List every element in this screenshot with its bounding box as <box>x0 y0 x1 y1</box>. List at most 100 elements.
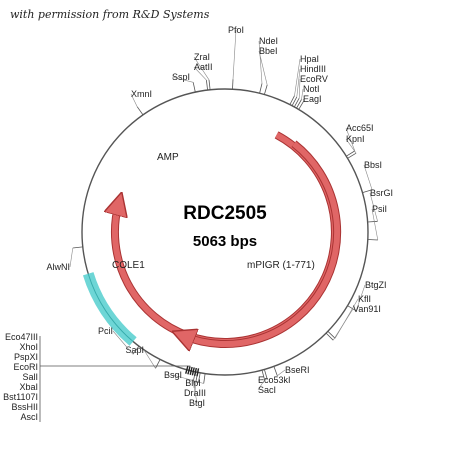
site-aatii-leader <box>193 66 207 81</box>
site-noti-label: NotI <box>303 84 320 94</box>
plasmid-backbone <box>81 88 369 376</box>
site-psii-label: PsiI <box>372 204 387 214</box>
site-btgzi-leader <box>355 284 366 311</box>
site-bseri-tick <box>273 366 278 376</box>
permission-note: with permission from R&D Systems <box>10 8 210 21</box>
site-bsrgi-tick <box>367 220 378 223</box>
site-bsgi-tick <box>203 373 206 384</box>
mcs-site-bst1107i-label: Bst1107I <box>3 392 38 402</box>
mcs-tick <box>189 366 193 375</box>
site-van91i-label: Van91I <box>353 304 381 314</box>
mcs-tick <box>187 366 191 375</box>
site-hindiii-leader <box>296 68 301 97</box>
site-sapi-leader <box>143 349 156 369</box>
site-eagi-label: EagI <box>303 94 322 104</box>
mcs-site-bsshii-label: BssHII <box>11 402 38 412</box>
site-kpni-label: KpnI <box>346 134 365 144</box>
site-hpai-label: HpaI <box>300 54 319 64</box>
mcs-site-pspxi-label: PspXI <box>14 352 38 362</box>
feature-cole1-label: COLE1 <box>112 260 145 271</box>
site-pfoi-label: PfoI <box>228 25 244 35</box>
site-pfoi-leader <box>232 29 237 80</box>
site-aatii-tick <box>206 80 208 91</box>
site-ecorv-leader <box>298 78 301 99</box>
site-hpai-tick <box>289 95 295 105</box>
mcs-layer: Eco47IIIXhoIPspXIEcoRISalIXbaIBst1107IBs… <box>3 332 200 422</box>
site-van91i-leader <box>332 308 354 341</box>
site-saci-tick <box>261 369 265 380</box>
site-blpi-label: BlpI <box>185 378 201 388</box>
site-bbsi-tick <box>362 189 373 193</box>
mcs-site-sali-label: SalI <box>22 372 38 382</box>
feature-mpigr-1-771-arrow <box>183 141 341 344</box>
site-bseri-leader <box>277 369 286 377</box>
features-layer: AMP COLE1 mPIGR (1-771) <box>82 131 342 344</box>
site-sapi-tick <box>155 359 161 369</box>
site-hindiii-label: HindIII <box>300 64 326 74</box>
site-sspi-leader <box>171 76 194 83</box>
site-psii-leader <box>371 208 379 241</box>
mcs-tick <box>196 368 200 377</box>
feature-cole1-block-edge <box>87 273 134 342</box>
mcs-site-asci-label: AscI <box>20 412 38 422</box>
mcs-tick <box>194 367 197 376</box>
site-alwni-label: AlwNI <box>46 262 70 272</box>
site-noti-tick <box>296 99 302 109</box>
site-kpni-tick <box>347 152 357 159</box>
site-bseri-label: BseRI <box>285 365 310 375</box>
site-xmni-label: XmnI <box>131 89 152 99</box>
site-hpai-leader <box>294 58 301 96</box>
site-bbei-leader <box>258 50 268 85</box>
site-xmni-leader <box>130 93 138 107</box>
site-kpni-leader <box>345 138 357 154</box>
site-pcii-leader <box>112 330 134 355</box>
site-hindiii-tick <box>291 96 298 106</box>
site-acc65i-label: Acc65I <box>346 123 374 133</box>
site-bsrgi-label: BsrGI <box>370 188 393 198</box>
plasmid-size: 5063 bps <box>193 233 257 250</box>
site-bbei-label: BbeI <box>259 46 278 56</box>
site-eco53ki-leader <box>257 378 268 381</box>
site-acc65i-leader <box>345 127 356 152</box>
site-saci-label: SacI <box>258 385 276 395</box>
mcs-tick <box>191 367 195 376</box>
site-van91i-tick <box>325 332 334 341</box>
site-bbsi-label: BbsI <box>364 160 382 170</box>
site-pfoi-tick <box>232 79 234 90</box>
site-psii-tick <box>367 239 378 241</box>
site-zrai-leader <box>193 56 210 80</box>
sites-layer: PfoINdeIBbeIZraIAatIISspIHpaIHindIIIEcoR… <box>46 25 393 408</box>
site-btgzi-tick <box>347 305 357 312</box>
site-sspi-label: SspI <box>172 72 190 82</box>
site-btgi-label: BtgI <box>189 398 205 408</box>
mcs-site-xbai-label: XbaI <box>19 382 38 392</box>
site-eagi-leader <box>302 98 305 102</box>
site-btgzi-label: BtgZI <box>365 280 387 290</box>
site-sspi-tick <box>192 82 196 93</box>
mcs-site-ecori-label: EcoRI <box>13 362 38 372</box>
feature-amp-label: AMP <box>157 152 179 163</box>
site-pcii-label: PciI <box>98 326 113 336</box>
site-zrai-tick <box>208 79 211 90</box>
site-bbei-tick <box>264 84 268 95</box>
plasmid-name: RDC2505 <box>183 203 267 224</box>
site-ecorv-tick <box>293 98 300 108</box>
mcs-site-eco47iii-label: Eco47III <box>5 332 38 342</box>
site-ndei-leader <box>258 40 263 84</box>
site-btgi-leader <box>192 381 198 404</box>
site-eagi-tick <box>298 100 305 110</box>
site-acc65i-tick <box>346 150 356 157</box>
site-ndei-label: NdeI <box>259 36 278 46</box>
site-zrai-label: ZraI <box>194 52 210 62</box>
mcs-site-xhoi-label: XhoI <box>19 342 38 352</box>
site-sapi-label: SapI <box>125 345 144 355</box>
site-eco53ki-tick <box>264 369 268 380</box>
site-eco53ki-label: Eco53kI <box>258 375 291 385</box>
feature-mpigr-1-771-label: mPIGR (1-771) <box>247 260 315 271</box>
site-kfli-label: KflI <box>358 294 371 304</box>
site-blpi-tick <box>198 372 201 383</box>
site-kfli-tick <box>327 331 336 339</box>
site-alwni-leader <box>69 247 74 268</box>
site-ecorv-label: EcoRV <box>300 74 328 84</box>
